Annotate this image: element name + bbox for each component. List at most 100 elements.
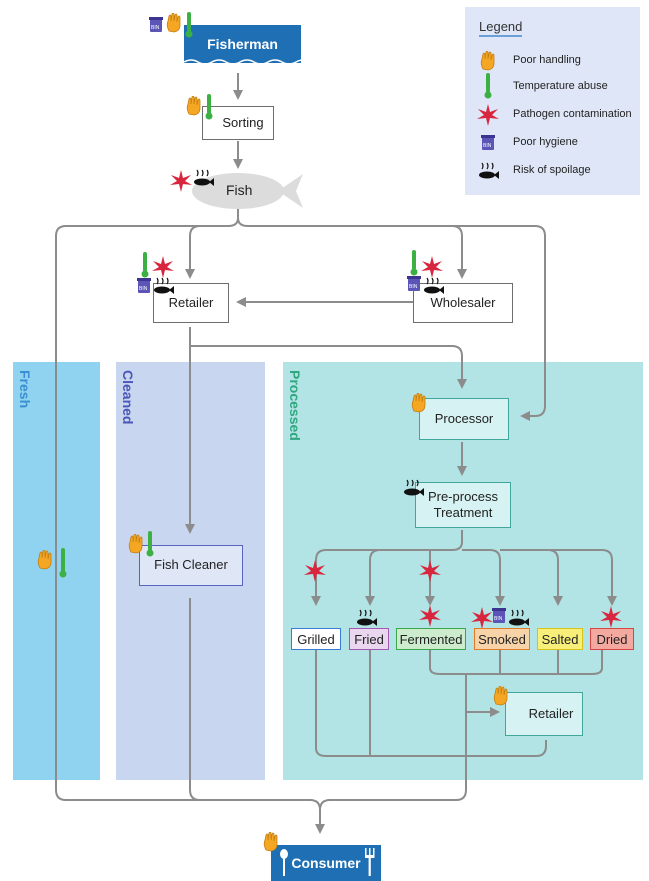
arrow-fish-consumer-fresh [55,225,325,834]
svg-text:BIN: BIN [409,284,418,290]
product-grilled: Grilled [291,628,341,650]
pathogen-contamination-star-icon [152,256,174,283]
legend-label: Poor hygiene [513,136,578,148]
pre-process-node: Pre-process Treatment [415,482,511,528]
pathogen-contamination-star-icon [475,104,501,127]
pathogen-contamination-star-icon [304,560,326,587]
temperature-abuse-thermometer-icon [59,548,67,583]
pathogen-contamination-star-icon [421,256,443,283]
pre-process-label: Pre-process Treatment [427,488,499,520]
fisherman-label: Fisherman [207,36,278,52]
product-dried-label: Dried [596,631,628,647]
cleaned-lane-label: Cleaned [120,370,136,425]
consumer-node: Consumer [271,845,381,881]
fish-cleaner-label: Fish Cleaner [154,557,228,573]
poor-hygiene-bin-icon: BIN [149,17,163,38]
product-fried: Fried [349,628,389,650]
poor-handling-hand-icon [185,95,203,121]
sorting-node: Sorting [202,106,274,140]
processor-node: Processor [419,398,509,440]
legend-item-risk-of-spoilage: Risk of spoilage [475,161,635,183]
product-smoked: Smoked [474,628,530,650]
poor-hygiene-bin-icon: BIN [137,278,151,299]
arrow-processed-consumer [319,712,467,811]
product-salted-label: Salted [541,631,579,647]
legend-title: Legend [479,19,523,37]
poor-hygiene-bin-icon: BIN [475,133,501,155]
arrow-to-salted [500,549,563,606]
temperature-abuse-thermometer-icon [410,250,418,281]
temperature-abuse-thermometer-icon [475,73,501,99]
fish-cleaner-node: Fish Cleaner [139,545,243,586]
poor-handling-hand-icon [165,12,183,38]
risk-of-spoilage-fish-icon [355,608,377,633]
arrow-to-smoked [462,549,505,606]
poor-handling-hand-icon [492,685,510,711]
poor-hygiene-bin-icon: BIN [407,276,421,297]
legend-item-poor-hygiene: BIN Poor hygiene [475,133,635,155]
legend-label: Pathogen contamination [513,108,632,120]
processed-lane-label: Processed [287,370,303,441]
svg-text:BIN: BIN [151,25,160,31]
temperature-abuse-thermometer-icon [141,252,149,283]
legend-label: Temperature abuse [513,80,608,92]
poor-handling-hand-icon [127,533,145,559]
processor-label: Processor [434,410,494,426]
legend-label: Poor handling [513,54,581,66]
poor-handling-hand-icon [410,392,428,418]
fork-icon [365,848,375,876]
arrow-grilled-consumer [315,650,547,757]
sorting-label: Sorting [222,114,264,130]
poor-hygiene-bin-icon: BIN [492,608,506,629]
temperature-abuse-thermometer-icon [185,12,193,43]
product-dried: Dried [590,628,634,650]
retailer-processed-label: Retailer [528,705,574,721]
legend-item-poor-handling: Poor handling [475,51,635,73]
poor-handling-hand-icon [475,51,501,73]
poor-handling-hand-icon [262,831,280,857]
pathogen-contamination-star-icon [600,606,622,633]
temperature-abuse-thermometer-icon [146,531,154,562]
risk-of-spoilage-fish-icon [402,478,424,503]
arrow-to-fried [365,549,381,606]
risk-of-spoilage-fish-icon [422,276,444,301]
arrow-fish-processor [452,225,546,421]
svg-text:BIN: BIN [494,616,503,622]
waves-icon [184,59,301,65]
arrow-cleaner-consumer [189,598,310,801]
legend-label: Risk of spoilage [513,164,591,176]
product-smoked-label: Smoked [478,631,526,647]
arrow-products-retailer [429,650,603,675]
fisherman-node: Fisherman [184,25,301,63]
pathogen-contamination-star-icon [170,170,192,197]
retailer-processed-node: Retailer [505,692,583,736]
arrow-preprocess-fanout [311,530,463,606]
legend-item-temperature-abuse: Temperature abuse [475,73,635,99]
legend-item-pathogen-contamination: Pathogen contamination [475,104,635,127]
pathogen-contamination-star-icon [419,560,441,587]
poor-handling-hand-icon [36,549,54,575]
pathogen-contamination-star-icon [471,607,493,634]
consumer-label: Consumer [291,855,361,871]
temperature-abuse-thermometer-icon [205,94,213,125]
product-grilled-label: Grilled [297,631,335,647]
arrow-fish-retailer [185,205,239,279]
risk-of-spoilage-fish-icon [507,608,529,633]
product-fermented: Fermented [396,628,466,650]
bin-text: BIN [483,143,492,149]
arrow-retailer-processor [190,345,467,389]
retailer-label: Retailer [168,294,214,310]
spoon-icon [280,849,288,876]
fish-label: Fish [226,182,253,198]
product-salted: Salted [537,628,583,650]
processed-lane: Processed [283,362,643,780]
fresh-lane-label: Fresh [17,370,33,409]
legend: Legend Poor handling Temperature abuse P… [465,7,640,195]
arrow-to-dried [548,549,617,606]
retailer-node: Retailer [153,283,229,323]
pathogen-contamination-star-icon [419,605,441,632]
product-fried-label: Fried [354,631,384,647]
fish-shape-icon [192,173,303,209]
risk-of-spoilage-fish-icon [152,276,174,301]
